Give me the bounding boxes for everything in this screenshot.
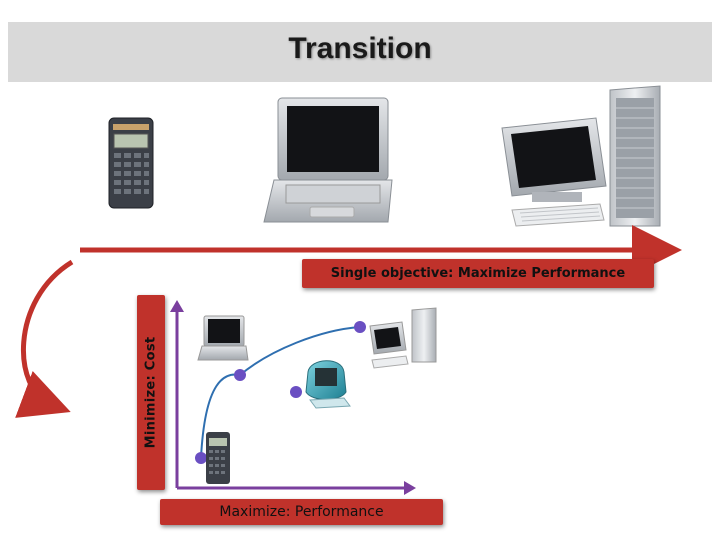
transition-curved-arrow [15, 259, 74, 418]
y-axis-arrowhead [170, 300, 184, 312]
calculator-icon [108, 117, 154, 209]
point-imac [290, 386, 302, 398]
point-laptop [234, 369, 246, 381]
small-laptop-icon [197, 315, 249, 361]
single-objective-label: Single objective: Maximize Performance [302, 259, 654, 288]
point-desktop [354, 321, 366, 333]
title-bar: Transition [8, 22, 712, 82]
imac-icon [305, 360, 351, 409]
laptop-icon [263, 97, 393, 223]
page-title: Transition [288, 32, 432, 65]
small-desktop-icon [369, 307, 437, 369]
small-calculator-icon [206, 432, 230, 484]
y-axis-label-text: Minimize: Cost [143, 336, 159, 449]
point-calculator [195, 452, 207, 464]
y-axis-label: Minimize: Cost [137, 295, 165, 490]
x-axis-label: Maximize: Performance [160, 499, 443, 525]
desktop-computer-icon [501, 85, 661, 227]
x-axis-arrowhead [404, 481, 416, 495]
